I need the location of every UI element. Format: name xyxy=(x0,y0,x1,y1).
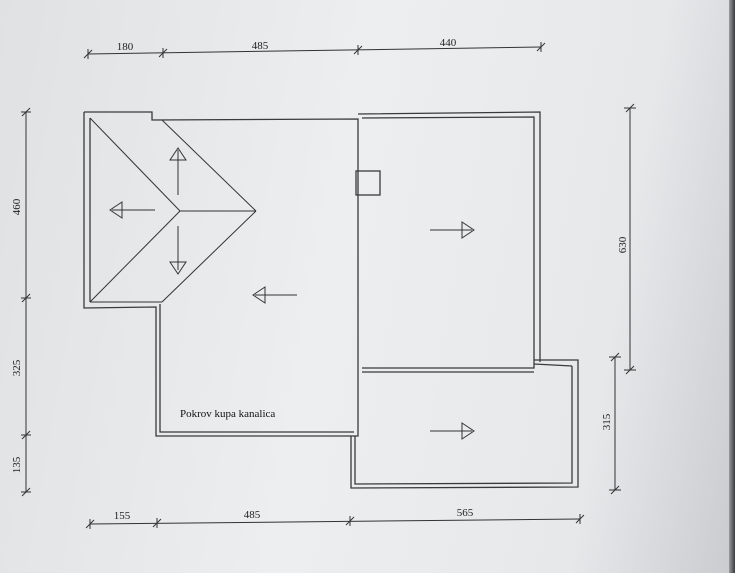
building-outline xyxy=(83,111,579,489)
roof-covering-label: Pokrov kupa kanalica xyxy=(180,408,275,420)
sheet-edge-shadow xyxy=(729,0,735,573)
dim-top-3: 440 xyxy=(440,37,457,49)
dim-right-upper: 630 xyxy=(617,236,629,253)
bottom-dimension-line: 155 485 565 xyxy=(85,507,585,529)
hip-roof-lines xyxy=(89,117,257,303)
dim-top-1: 180 xyxy=(117,41,134,53)
dim-left-3: 135 xyxy=(11,456,23,473)
arrow-right-lower-icon xyxy=(430,422,475,440)
arrow-left-icon xyxy=(109,201,155,219)
dim-bottom-1: 155 xyxy=(114,510,131,522)
right-upper-dimension-line: 630 xyxy=(617,103,636,375)
arrow-right-upper-icon xyxy=(430,221,475,239)
dim-bottom-3: 565 xyxy=(457,507,474,519)
arrow-up-icon xyxy=(169,147,187,195)
dim-bottom-2: 485 xyxy=(244,509,261,521)
top-dimension-line: 180 485 440 xyxy=(83,37,546,59)
arrow-left-main-icon xyxy=(252,286,297,304)
dim-left-2: 325 xyxy=(11,359,23,376)
chimney xyxy=(355,170,381,196)
right-lower-dimension-line: 315 xyxy=(601,352,621,495)
arrow-down-icon xyxy=(169,226,187,275)
left-dimension-line: 460 325 135 xyxy=(11,107,31,497)
dim-right-lower: 315 xyxy=(601,413,613,430)
dim-left-1: 460 xyxy=(11,198,23,215)
dim-top-2: 485 xyxy=(252,40,269,52)
